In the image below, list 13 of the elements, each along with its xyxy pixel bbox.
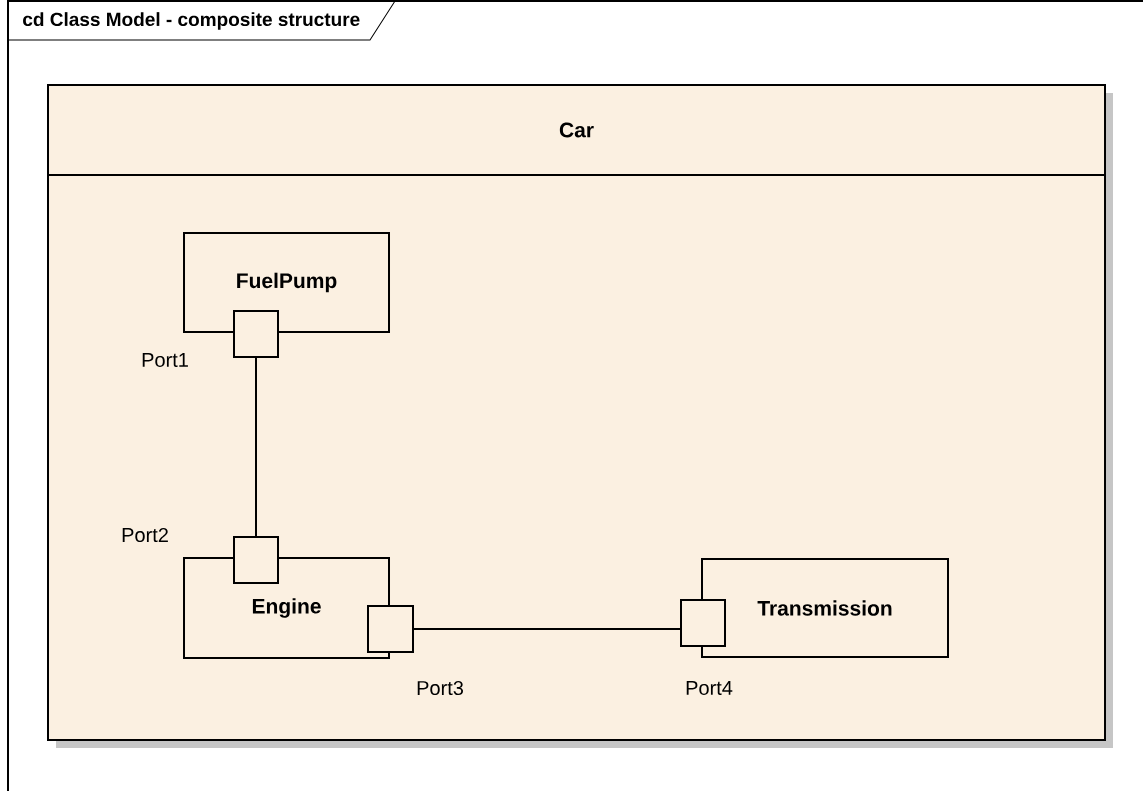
part-box: FuelPump [183,232,390,333]
connector [255,357,257,537]
port-square [233,310,279,358]
connector [413,628,681,630]
port-square [367,605,414,653]
title-tab: cd Class Model - composite structure [7,0,396,41]
port-label: Port1 [142,353,188,367]
port-square [233,536,279,584]
part-box: Transmission [701,558,949,658]
port-label: Port4 [686,681,733,695]
port-square [680,599,726,647]
port-label: Port3 [417,680,464,696]
port-label: Port2 [122,527,168,543]
